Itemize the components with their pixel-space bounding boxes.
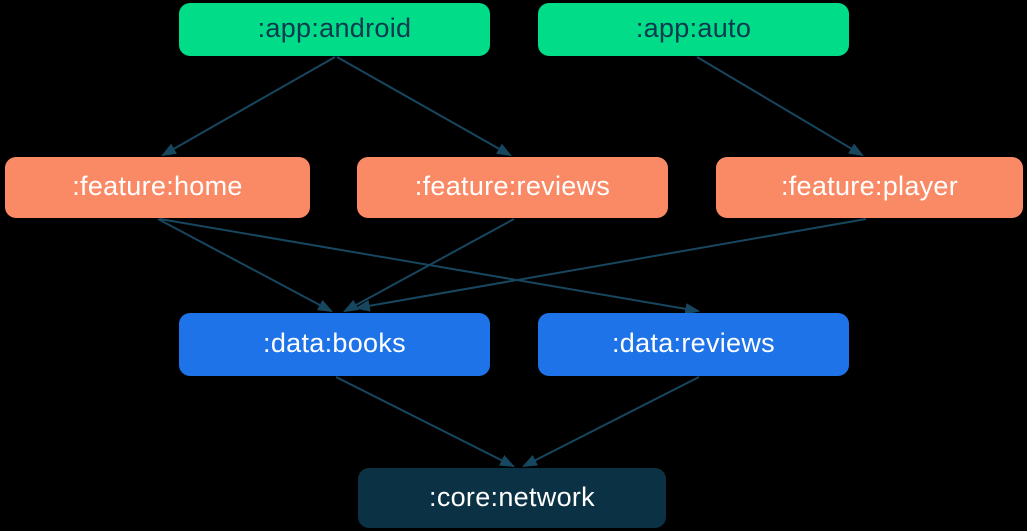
- edge-app-auto-to-feature-player: [696, 56, 864, 157]
- node-feature-home: :feature:home: [5, 157, 310, 218]
- node-app-android: :app:android: [179, 3, 490, 56]
- edge-app-android-to-feature-home: [161, 56, 336, 157]
- node-label: :core:network: [429, 481, 595, 512]
- node-app-auto: :app:auto: [538, 3, 849, 56]
- node-label: :data:reviews: [612, 328, 775, 358]
- node-label: :feature:player: [780, 171, 959, 201]
- node-label: :feature:home: [72, 171, 243, 201]
- edge-feature-player-to-data-books: [354, 218, 867, 312]
- node-label: :app:android: [257, 13, 412, 43]
- node-core-network: :core:network: [358, 468, 666, 528]
- node-label: :app:auto: [635, 13, 752, 43]
- edge-feature-reviews-to-data-books: [343, 218, 515, 313]
- node-data-reviews: :data:reviews: [538, 313, 849, 376]
- edge-data-reviews-to-core-network: [521, 376, 700, 468]
- node-label: :data:books: [263, 328, 406, 358]
- node-label: :feature:reviews: [414, 171, 611, 201]
- edge-data-books-to-core-network: [335, 376, 516, 468]
- node-feature-reviews: :feature:reviews: [357, 157, 668, 218]
- edge-app-android-to-feature-reviews: [336, 56, 512, 157]
- node-data-books: :data:books: [179, 313, 490, 376]
- edge-feature-home-to-data-books: [157, 218, 333, 313]
- node-feature-player: :feature:player: [716, 157, 1023, 218]
